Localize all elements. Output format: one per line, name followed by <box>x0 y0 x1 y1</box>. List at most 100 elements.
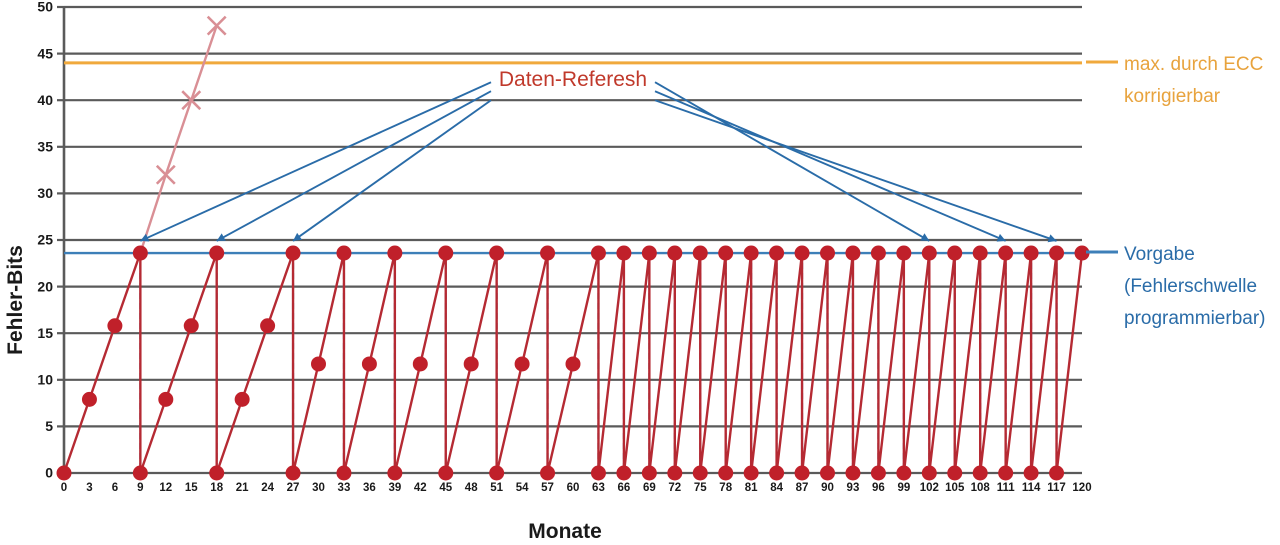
point-m96-v23.6 <box>870 245 886 261</box>
x-tick-label-6: 6 <box>112 482 118 494</box>
x-tick-label-111: 111 <box>997 482 1016 494</box>
arrow-left-9 <box>139 81 492 242</box>
legend-label-vorgabe-line1: Vorgabe <box>1124 244 1195 265</box>
x-tick-label-45: 45 <box>439 482 452 494</box>
x-tick-label-108: 108 <box>971 482 991 494</box>
arrow-left-18 <box>216 90 492 242</box>
point-m33-v0 <box>336 465 352 481</box>
point-m36-v11.7 <box>361 356 377 372</box>
point-m93-v0 <box>845 465 861 481</box>
x-tick-label-69: 69 <box>643 482 656 494</box>
point-m12-v7.9 <box>158 391 174 407</box>
x-tick-label-120: 120 <box>1072 482 1091 494</box>
point-m99-v0 <box>896 465 912 481</box>
point-m39-v23.6 <box>387 245 403 261</box>
x-tick-label-72: 72 <box>668 482 681 494</box>
point-m3-v7.9 <box>81 391 97 407</box>
x-tick-label-51: 51 <box>490 482 503 494</box>
sawtooth-line <box>62 252 1084 474</box>
x-tick-label-30: 30 <box>312 482 325 494</box>
point-m18-v0 <box>209 465 225 481</box>
y-tick-label-20: 20 <box>37 278 53 294</box>
point-m105-v0 <box>947 465 963 481</box>
y-tick-label-35: 35 <box>37 139 53 155</box>
x-tick-label-81: 81 <box>745 482 758 494</box>
x-axis-title: Monate <box>528 520 602 543</box>
point-m114-v0 <box>1023 465 1039 481</box>
point-m60-v11.7 <box>565 356 581 372</box>
y-tick-label-5: 5 <box>45 418 53 434</box>
arrow-right-111 <box>654 90 1007 242</box>
arrow-left-27-head <box>293 232 303 241</box>
x-tick-label-117: 117 <box>1047 482 1066 494</box>
x-tick-label-42: 42 <box>414 482 427 494</box>
x-tick-label-3: 3 <box>86 482 92 494</box>
x-tick-label-48: 48 <box>465 482 478 494</box>
point-m75-v23.6 <box>692 245 708 261</box>
x-tick-label-96: 96 <box>872 482 885 494</box>
x-marker-month-12 <box>155 164 176 185</box>
point-m24-v15.8 <box>260 318 276 334</box>
point-m33-v23.6 <box>336 245 352 261</box>
x-tick-label-75: 75 <box>694 482 707 494</box>
point-m72-v0 <box>667 465 683 481</box>
point-m117-v23.6 <box>1049 245 1065 261</box>
point-m117-v0 <box>1049 465 1065 481</box>
daten-refresh-label: Daten-Referesh <box>499 68 647 91</box>
point-m69-v0 <box>641 465 657 481</box>
point-m9-v23.6 <box>132 245 148 261</box>
point-m51-v23.6 <box>489 245 505 261</box>
point-m57-v0 <box>540 465 556 481</box>
point-m111-v0 <box>998 465 1014 481</box>
point-m111-v23.6 <box>998 245 1014 261</box>
point-m39-v0 <box>387 465 403 481</box>
y-tick-label-40: 40 <box>37 92 53 108</box>
point-m90-v0 <box>820 465 835 481</box>
no-refresh-line <box>139 25 218 254</box>
point-m15-v15.8 <box>183 318 199 334</box>
x-marker-month-15 <box>181 90 202 111</box>
x-tick-label-39: 39 <box>388 482 401 494</box>
x-marker-month-18 <box>206 15 227 36</box>
y-tick-label-0: 0 <box>45 465 53 481</box>
point-m81-v23.6 <box>743 245 759 261</box>
arrow-right-111-head <box>996 233 1006 242</box>
arrow-right-102-head <box>920 233 930 241</box>
x-tick-label-102: 102 <box>920 482 939 494</box>
legend: max. durch ECC korrigierbar Vorgabe (Feh… <box>1086 54 1265 329</box>
point-m42-v11.7 <box>412 356 428 372</box>
point-m9-v0 <box>132 465 148 481</box>
x-tick-label-9: 9 <box>137 482 143 494</box>
point-m84-v0 <box>769 465 785 481</box>
point-m27-v0 <box>285 465 301 481</box>
point-m45-v23.6 <box>438 245 454 261</box>
point-m105-v23.6 <box>947 245 963 261</box>
no-refresh-extrapolated-series <box>139 15 227 254</box>
point-m78-v23.6 <box>718 245 734 261</box>
x-tick-label-90: 90 <box>821 482 834 494</box>
x-tick-label-78: 78 <box>719 482 732 494</box>
x-tick-label-84: 84 <box>770 482 783 494</box>
x-tick-label-0: 0 <box>61 482 67 494</box>
y-tick-label-50: 50 <box>37 0 53 15</box>
point-m18-v23.6 <box>209 245 225 261</box>
point-m27-v23.6 <box>285 245 301 261</box>
point-m48-v11.7 <box>463 356 479 372</box>
point-m66-v23.6 <box>616 245 632 261</box>
point-m99-v23.6 <box>896 245 912 261</box>
point-m96-v0 <box>870 465 886 481</box>
x-tick-label-18: 18 <box>210 482 223 494</box>
point-m54-v11.7 <box>514 356 530 372</box>
point-m102-v0 <box>921 465 937 481</box>
point-m114-v23.6 <box>1023 245 1039 261</box>
sawtooth-data-point-markers <box>56 245 1090 481</box>
arrow-right-102 <box>654 81 930 242</box>
point-m21-v7.9 <box>234 391 250 407</box>
point-m81-v0 <box>743 465 759 481</box>
point-m72-v23.6 <box>667 245 683 261</box>
y-tick-label-15: 15 <box>37 325 53 341</box>
y-axis-title: Fehler-Bits <box>4 245 27 355</box>
point-m69-v23.6 <box>641 245 657 261</box>
point-m120-v23.6 <box>1074 245 1090 261</box>
